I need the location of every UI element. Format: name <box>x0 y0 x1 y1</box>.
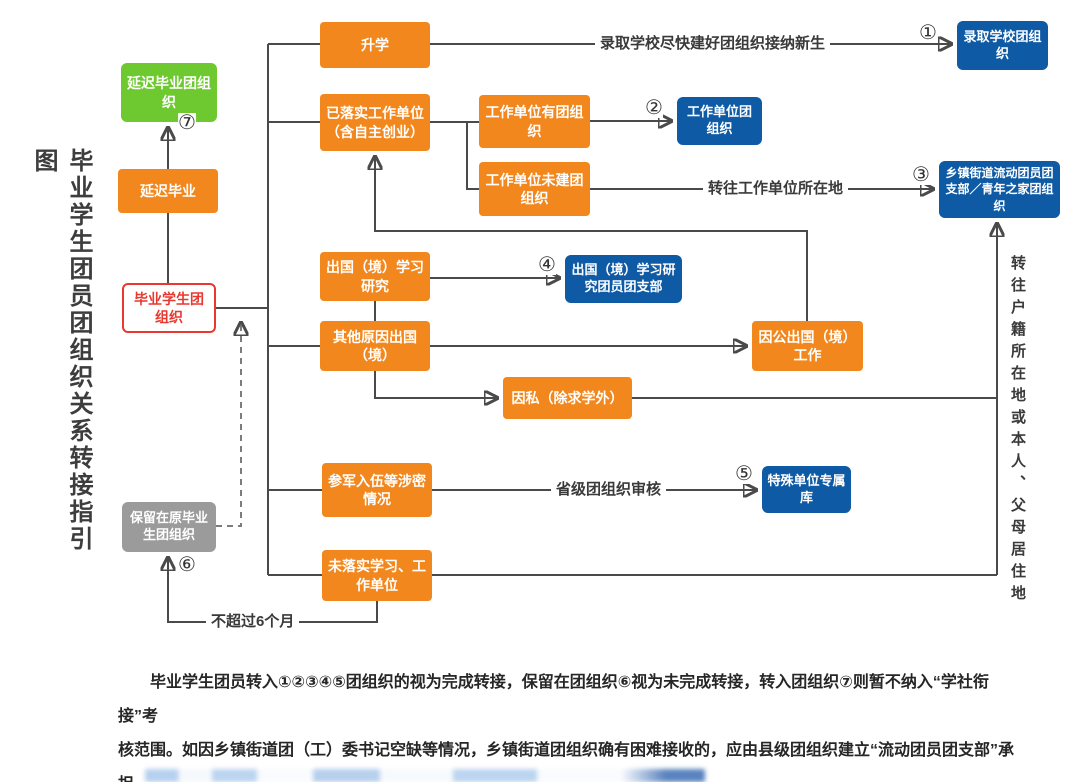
node-study-abroad: 出国（境）学习研究 <box>320 252 430 301</box>
footnote-paragraph: 毕业学生团员转入①②③④⑤团组织的视为完成转接，保留在团组织⑥视为未完成转接，转… <box>118 666 1018 782</box>
node-retain-original-org: 保留在原毕业生团组织 <box>122 502 216 552</box>
trunk-line <box>216 43 322 576</box>
footnote-line-2: 核范围。如因乡镇街道团（工）委书记空缺等情况，乡镇街道团组织确有困难接收的，应由… <box>118 742 1015 782</box>
marker-5: ⑤ <box>735 463 753 485</box>
page-title: 毕业学生团员团组织关系转接指引图 <box>30 148 92 553</box>
bottom-cropped-watermark <box>145 769 705 782</box>
edge-qita-yinsi <box>374 371 496 398</box>
node-unit-without-league-org: 工作单位未建团组织 <box>479 162 590 216</box>
marker-4: ④ <box>538 254 556 276</box>
node-study-abroad-league-branch: 出国（境）学习研究团员团支部 <box>565 255 682 303</box>
node-special-unit-repository: 特殊单位专属库 <box>762 466 851 513</box>
edge-label-transfer-to-unit-location: 转往工作单位所在地 <box>703 179 849 199</box>
node-delayed-graduation-league-org: 延迟毕业团组织 <box>121 63 217 122</box>
marker-7: ⑦ <box>178 112 196 134</box>
node-admitting-school-league-org: 录取学校团组织 <box>957 21 1048 70</box>
marker-3: ③ <box>912 164 930 186</box>
edge-baoliu-biye-dashed <box>216 324 241 527</box>
node-delayed-graduation: 延迟毕业 <box>118 169 218 213</box>
node-work-unit-league-org: 工作单位团组织 <box>677 97 762 145</box>
edge-label-transfer-to-residence: 转往户籍所在地或本人、父母居住地 <box>1006 250 1028 612</box>
node-abroad-private: 因私（除求学外） <box>503 377 632 419</box>
marker-2: ② <box>645 97 663 119</box>
node-township-mobile-league-org: 乡镇街道流动团员团支部／青年之家团组织 <box>939 161 1060 218</box>
node-employed-unit: 已落实工作单位（含自主创业） <box>320 94 430 151</box>
edge-yiluoshi-split <box>430 121 479 190</box>
footnote-line-1: 毕业学生团员转入①②③④⑤团组织的视为完成转接，保留在团组织⑥视为未完成转接，转… <box>118 674 989 725</box>
node-unit-has-league-org: 工作单位有团组织 <box>479 95 590 148</box>
edge-label-provincial-review: 省级团组织审核 <box>551 480 667 500</box>
node-abroad-official-work: 因公出国（境）工作 <box>752 321 863 371</box>
node-military-classified: 参军入伍等涉密情况 <box>322 463 432 517</box>
edge-yingong-yiluoshi <box>375 158 808 321</box>
marker-6: ⑥ <box>178 554 196 576</box>
node-graduate-student-league-org: 毕业学生团组织 <box>122 283 216 333</box>
node-abroad-other-reasons: 其他原因出国（境） <box>320 321 430 371</box>
edge-label-admitting-school: 录取学校尽快建好团组织接纳新生 <box>595 34 831 54</box>
node-further-study: 升学 <box>320 22 430 68</box>
marker-1: ① <box>919 22 937 44</box>
edge-label-within-6-months: 不超过6个月 <box>206 612 300 632</box>
node-no-study-or-work: 未落实学习、工作单位 <box>322 550 432 601</box>
